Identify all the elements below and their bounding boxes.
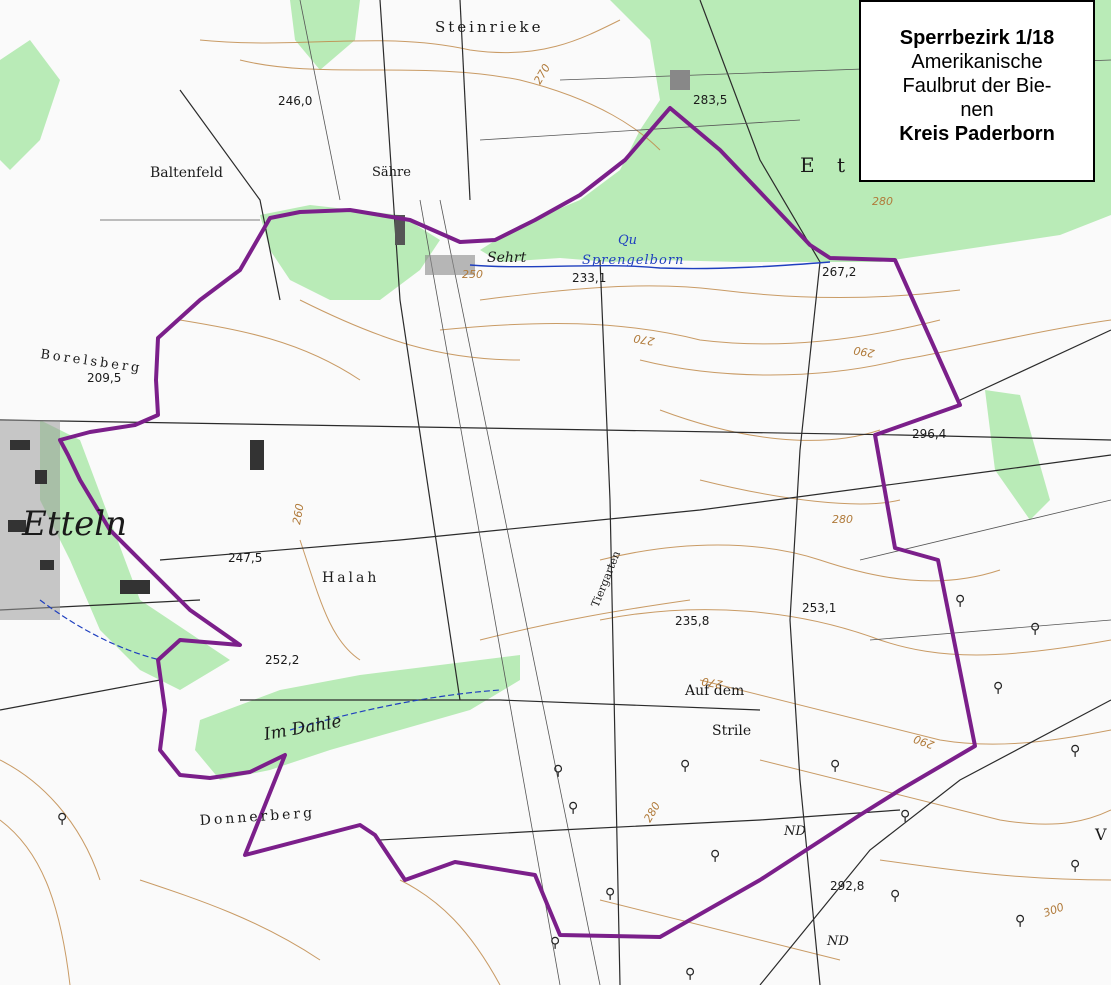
forest-west: [0, 40, 60, 170]
tree-icon: ⚲: [890, 888, 900, 904]
label-sehrt: Sehrt: [487, 250, 527, 266]
elevation-labels: 246,0 283,5 233,1 267,2 209,5 296,4 247,…: [87, 93, 946, 893]
label-steinrieke: Steinrieke: [435, 18, 543, 36]
elev-233: 233,1: [572, 271, 606, 285]
elev-253: 253,1: [802, 601, 836, 615]
label-etteln: Etteln: [21, 504, 127, 544]
tree-icon: ⚲: [680, 758, 690, 774]
etteln-village: [0, 70, 690, 620]
label-baltenfeld: Baltenfeld: [150, 165, 223, 181]
forest-east-strip: [985, 390, 1050, 520]
label-halah: Halah: [322, 570, 379, 586]
tree-icon: ⚲: [955, 593, 965, 609]
elev-267: 267,2: [822, 265, 856, 279]
contour-lines: [0, 19, 1111, 985]
contour-260: 260: [290, 503, 306, 526]
tree-icon: ⚲: [605, 886, 615, 902]
forest-im-dahle: [195, 655, 520, 780]
contour-270-b: 270: [633, 331, 656, 347]
elev-252: 252,2: [265, 653, 299, 667]
label-sahre: Sähre: [372, 165, 411, 180]
contour-280-b: 280: [832, 513, 853, 526]
tree-icon: ⚲: [57, 811, 67, 827]
tree-icon: ⚲: [710, 848, 720, 864]
tree-icon: ⚲: [900, 808, 910, 824]
water-labels: Qu Sprengelborn: [582, 233, 684, 268]
tree-icon: ⚲: [1070, 858, 1080, 874]
legend-district: Kreis Paderborn: [899, 123, 1055, 145]
tree-icon: ⚲: [993, 680, 1003, 696]
label-sprengelborn: Sprengelborn: [582, 253, 684, 268]
elev-209: 209,5: [87, 371, 121, 385]
tree-icon: ⚲: [685, 966, 695, 982]
label-strile: Strile: [712, 723, 751, 739]
elev-283: 283,5: [693, 93, 727, 107]
nd-markers: ND ND: [783, 824, 849, 949]
streams: [39, 261, 831, 731]
label-auf-dem: Auf dem: [684, 683, 744, 699]
forest-north-strip: [290, 0, 360, 70]
tree-icon: ⚲: [1015, 913, 1025, 929]
label-qu: Qu: [618, 233, 637, 248]
marker-nd-1: ND: [783, 824, 806, 839]
tree-icon: ⚲: [568, 800, 578, 816]
marker-nd-2: ND: [826, 934, 849, 949]
elev-235: 235,8: [675, 614, 709, 628]
contour-280-a: 280: [872, 195, 893, 208]
contour-250: 250: [462, 268, 483, 281]
legend-desc-line-3: nen: [960, 99, 994, 121]
forest-etteln-valley: [40, 420, 230, 690]
tree-icon: ⚲: [1070, 743, 1080, 759]
legend-desc-line-1: Amerikanische: [911, 51, 1043, 73]
tree-symbols: ⚲ ⚲ ⚲ ⚲ ⚲ ⚲ ⚲ ⚲ ⚲ ⚲ ⚲ ⚲ ⚲ ⚲ ⚲ ⚲ ⚲: [57, 593, 1080, 982]
elev-246: 246,0: [278, 94, 312, 108]
contour-290-a: 290: [853, 343, 876, 359]
elev-247: 247,5: [228, 551, 262, 565]
label-v: V: [1094, 825, 1107, 844]
tree-icon: ⚲: [830, 758, 840, 774]
tree-icon: ⚲: [1030, 621, 1040, 637]
tree-icon: ⚲: [550, 935, 560, 951]
legend-title: Sperrbezirk 1/18: [899, 27, 1055, 49]
tree-icon: ⚲: [553, 763, 563, 779]
restriction-zone-boundary[interactable]: [58, 106, 977, 939]
elev-292: 292,8: [830, 879, 864, 893]
contour-270-c: 270: [701, 674, 724, 690]
elev-296: 296,4: [912, 427, 946, 441]
legend-desc-line-2: Faulbrut der Bie-: [902, 75, 1052, 97]
legend-box: Sperrbezirk 1/18 Amerikanische Faulbrut …: [859, 0, 1095, 182]
